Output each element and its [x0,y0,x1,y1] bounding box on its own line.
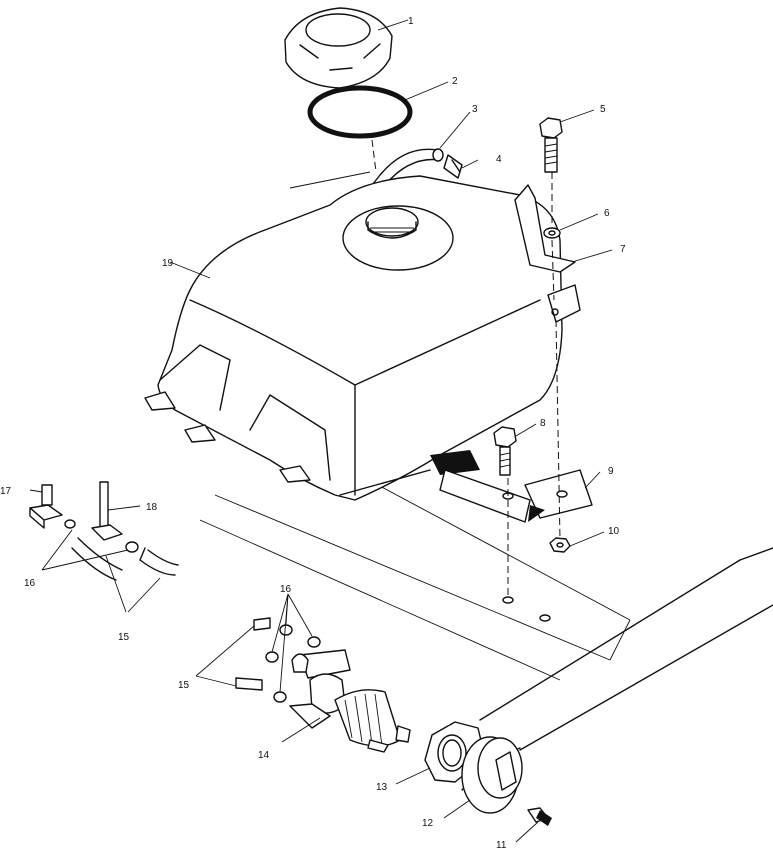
frame-rails [199,469,773,751]
callout-2: 2 [452,76,458,87]
callout-7: 7 [620,244,626,255]
callout-8: 8 [540,418,546,429]
fuel-lines [71,537,271,691]
knob [461,736,523,814]
upper-bracket [514,184,581,323]
lower-bracket [439,469,593,523]
callout-5: 5 [600,104,606,115]
fuel-valve [289,649,411,753]
alignment-lines [289,139,561,622]
callout-10: 10 [608,526,620,537]
callout-9: 9 [608,466,614,477]
screw [527,807,552,826]
fitting-elbow [29,484,76,529]
callout-14: 14 [258,750,270,761]
callout-12: 12 [422,818,434,829]
callout-4: 4 [496,154,502,165]
fuel-cap [284,7,393,89]
callout-13: 13 [376,782,388,793]
callout-6: 6 [604,208,610,219]
callout-17: 17 [0,486,12,497]
vent-fitting [443,154,463,179]
callout-18: 18 [146,502,158,513]
nut [549,537,571,553]
callout-16-lower: 16 [280,584,292,595]
callout-3: 3 [472,104,478,115]
callout-11: 11 [496,840,507,849]
callout-16-left: 16 [24,578,36,589]
callout-19: 19 [162,258,174,269]
bolt-upper [539,117,563,173]
leader-lines [29,19,613,843]
o-ring [307,85,413,139]
callout-1: 1 [408,16,414,27]
fuel-tank [144,175,563,501]
callout-labels: 1 2 3 4 5 6 7 8 9 10 11 12 13 14 15 15 1… [0,16,626,849]
fitting-tee [91,481,139,553]
washer [543,227,561,239]
callout-15-left: 15 [118,632,130,643]
bolt-lower [493,426,517,476]
callout-15-lower: 15 [178,680,190,691]
